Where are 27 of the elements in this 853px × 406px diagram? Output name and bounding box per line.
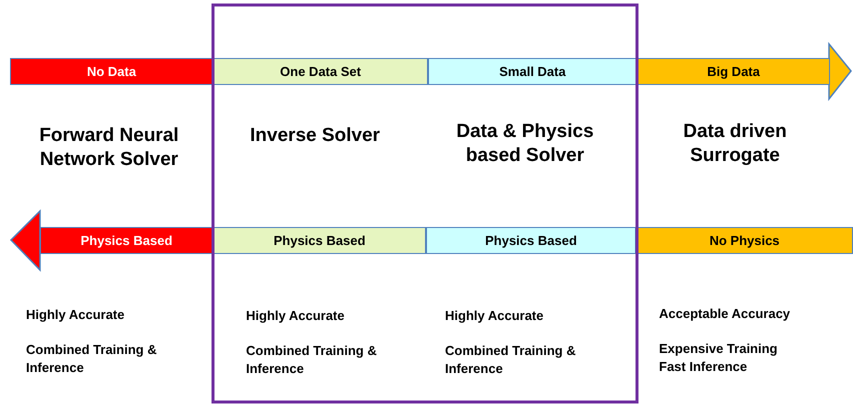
column-title: Data & Physics based Solver [455, 120, 595, 168]
band-label: Big Data [707, 64, 760, 79]
arrow-band-segment [213, 58, 428, 85]
band-label: Small Data [499, 64, 566, 79]
arrow-band-segment [426, 227, 636, 254]
arrow-band-segment [213, 227, 426, 254]
note-text: Highly Accurate [26, 306, 126, 324]
column-title: Inverse Solver [249, 124, 381, 148]
note-text: Combined Training & Inference [26, 341, 158, 377]
note-text: Highly Accurate [246, 307, 346, 325]
band-label: No Data [86, 64, 136, 79]
band-label: Physics Based [485, 233, 577, 248]
column-title: Forward Neural Network Solver [38, 124, 180, 172]
arrow-band-segment [10, 58, 213, 85]
note-text: Combined Training & Inference [445, 342, 577, 378]
column-title: Data driven Surrogate [682, 120, 788, 168]
band-label: No Physics [709, 233, 780, 248]
band-label: Physics Based [274, 233, 366, 248]
band-label: Physics Based [80, 233, 172, 248]
band-label: One Data Set [280, 64, 361, 79]
arrow-band-segment [428, 58, 637, 85]
note-text: Expensive Training [659, 340, 778, 358]
arrow-band-segment [636, 227, 853, 254]
note-text: Fast Inference [659, 358, 748, 376]
note-text: Acceptable Accuracy [659, 305, 792, 323]
note-text: Highly Accurate [445, 307, 544, 325]
note-text: Combined Training & Inference [246, 342, 378, 378]
